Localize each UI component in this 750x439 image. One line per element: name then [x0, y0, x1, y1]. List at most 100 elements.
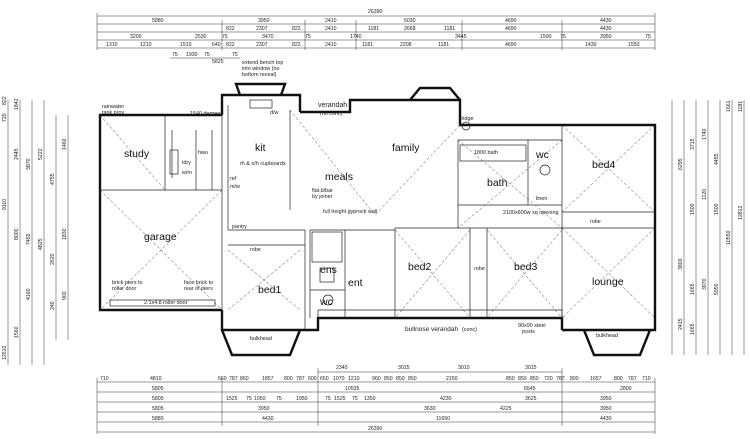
- dim-label: 1657: [590, 376, 602, 382]
- dim-label: 4825: [38, 238, 44, 250]
- room-study: study: [124, 148, 150, 160]
- dim-label: 3445: [455, 34, 467, 40]
- room-wc: wc: [319, 296, 333, 308]
- note-bath-size: 1800 bath: [474, 150, 498, 156]
- dim-label: 2410: [325, 42, 337, 48]
- dim-label: 12812: [738, 205, 744, 220]
- dim-label: 4430: [262, 416, 274, 422]
- note-sq-opening: 2100x600w sq opening: [503, 210, 558, 216]
- dim-label: 787: [628, 376, 637, 382]
- note-bullnose: bullnose verandah: [405, 326, 459, 333]
- dim-label: 75: [305, 34, 311, 40]
- bottom-dim-row-2: 710 4810 560 787 860 1857 800 787 600 65…: [100, 376, 651, 382]
- ensuite-vanity: [319, 267, 335, 283]
- dim-label: 3950: [258, 406, 270, 412]
- dim-label: 3015: [525, 365, 537, 371]
- dim-label: 1070: [333, 376, 345, 382]
- dim-label: 2800: [620, 386, 632, 392]
- dim-label: 1740: [350, 34, 362, 40]
- dim-label: 2668: [404, 26, 416, 32]
- dim-label: 4225: [500, 406, 512, 412]
- dim-label: 860: [240, 376, 249, 382]
- bathtub: [459, 144, 527, 162]
- dim-label: 2307: [256, 42, 268, 48]
- room-meals: meals: [325, 171, 353, 183]
- dim-label: 787: [229, 376, 238, 382]
- dim-label: 1500: [714, 203, 720, 215]
- dim-label: 2307: [256, 26, 268, 32]
- room-bed2: bed2: [408, 261, 432, 273]
- note-roller-door: 2.1x4.8 roller door: [144, 300, 188, 306]
- dim-label: 1661: [726, 100, 732, 112]
- dim-label: 4690: [505, 26, 517, 32]
- dim-label: 1830: [62, 228, 68, 240]
- dim-label: 822: [292, 26, 301, 32]
- room-ens: ens: [320, 264, 337, 276]
- room-bed1: bed1: [258, 284, 282, 296]
- dim-label: 5805: [152, 406, 164, 412]
- dim-label: 850: [384, 376, 393, 382]
- note-pantry: pantry: [232, 224, 247, 230]
- dim-label: 1500: [540, 34, 552, 40]
- dim-label: 75: [325, 396, 331, 402]
- dim-label: 3630: [424, 406, 436, 412]
- dim-label: 12610: [2, 345, 8, 360]
- dim-label: 75: [645, 34, 651, 40]
- note-wm: w/m: [181, 170, 192, 176]
- dim-label: 3470: [262, 34, 274, 40]
- bottom-dimension-lines: [96, 368, 656, 434]
- note-robe-1: robe: [250, 247, 261, 253]
- note-verandah-sub: (no conc): [320, 111, 343, 117]
- dim-label: 787: [296, 376, 305, 382]
- bottom-dim-overall: 26390: [368, 426, 383, 432]
- note-bench-3: bottom reveal): [242, 72, 277, 78]
- dim-label: 1525: [334, 396, 346, 402]
- dim-label: 5805: [152, 396, 164, 402]
- note-bench-2: into window (no: [242, 66, 279, 72]
- dim-label: 2415: [678, 318, 684, 330]
- note-bulkhead-2: bulkhead: [596, 333, 618, 339]
- wc-pan: [539, 164, 551, 176]
- dim-label: 720: [2, 113, 8, 122]
- note-degrees: 1540 degrees: [190, 111, 223, 117]
- note-linen: linen: [536, 196, 547, 202]
- bottom-dim-row-5: 5805 3950 3630 4225 3950: [152, 406, 612, 412]
- dim-label: 800: [570, 376, 579, 382]
- dim-label: 2410: [325, 26, 337, 32]
- right-dim-labels: 1181 1661 6295 3715 1740 4455 1120 1500 …: [678, 100, 744, 335]
- dim-label: 2410: [325, 18, 337, 24]
- dim-label: 6545: [524, 386, 536, 392]
- dim-label: 1665: [690, 283, 696, 295]
- note-dw: d/w: [270, 110, 278, 116]
- dim-label: 3870: [26, 158, 32, 170]
- dim-label: 5805: [152, 386, 164, 392]
- dim-label: 710: [642, 376, 651, 382]
- dim-label: 1560: [14, 326, 20, 338]
- dim-label: 850: [506, 376, 515, 382]
- dim-label: 4430: [600, 26, 612, 32]
- note-rainwater-2: tank prov: [102, 110, 124, 116]
- note-brick-piers-2: roller door: [112, 286, 136, 292]
- room-garage: garage: [144, 231, 177, 243]
- dim-label: 600: [308, 376, 317, 382]
- bottom-dim-row-1: 2340 3015 3010 3015: [336, 365, 537, 371]
- dim-label: 1430: [585, 42, 597, 48]
- dim-label: 1930: [186, 52, 198, 58]
- dim-label: 1550: [628, 42, 640, 48]
- dim-label: 4810: [150, 376, 162, 382]
- dim-label: 1500: [690, 203, 696, 215]
- dim-label: 3200: [130, 34, 142, 40]
- room-lounge: lounge: [592, 276, 624, 288]
- dim-label: 1210: [140, 42, 152, 48]
- note-flat-bar-1: flat,b/bar: [312, 188, 333, 194]
- note-bullnose-sub: (conc): [462, 327, 477, 333]
- left-dimension-lines: [7, 100, 69, 365]
- bottom-dim-row-3: 5805 10535 6545 2800: [152, 386, 632, 392]
- dim-label: 4430: [600, 416, 612, 422]
- dim-label: 1525: [226, 396, 238, 402]
- note-fridge: fridge: [460, 116, 474, 122]
- laundry-tub: [169, 149, 179, 175]
- note-mw: m/w: [230, 184, 240, 190]
- dim-label: 75: [204, 52, 210, 58]
- dim-label: 822: [226, 42, 235, 48]
